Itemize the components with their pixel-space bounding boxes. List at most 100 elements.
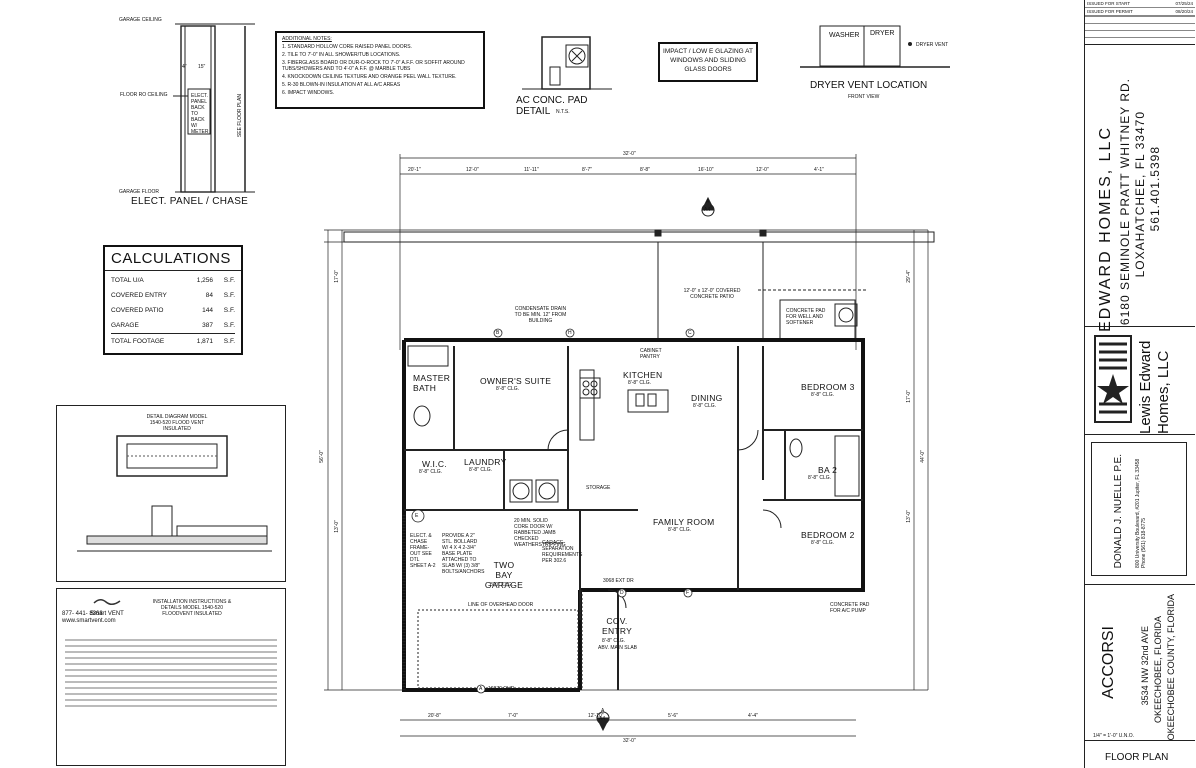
- callout-f: F: [686, 590, 690, 596]
- flood-vent-drawing: [77, 435, 272, 552]
- room-garage: TWO BAY GARAGE: [484, 560, 524, 590]
- revision-date: 08/20/24: [1175, 9, 1193, 14]
- engineer-frame: [1091, 442, 1187, 576]
- room-wic: W.I.C.: [422, 459, 447, 469]
- project-address2: OKEECHOBEE, FLORIDA: [1153, 616, 1163, 724]
- ac-pad-title: AC CONC. PAD DETAIL: [516, 95, 588, 117]
- dim-b: 15": [198, 64, 206, 70]
- bollard-note: PROVIDE A 2" STL. BOLLARD W/ 4 X 4 2-3/4…: [442, 533, 485, 575]
- dimension-label: 11'-11": [524, 167, 539, 173]
- room-kitchen: KITCHEN: [623, 370, 663, 380]
- project-address3: OKEECHOBEE COUNTY, FLORIDA: [1166, 594, 1176, 741]
- project-address1: 3534 NW 32nd AVE: [1140, 626, 1150, 706]
- callout-a: A: [479, 686, 483, 692]
- dimension-label: 56'-0": [319, 450, 325, 463]
- smart-vent-logo: Smart VENT: [77, 593, 137, 617]
- room-master-bath: MASTER BATH: [413, 373, 451, 393]
- dimension-label: 17'-0": [334, 270, 340, 283]
- dimension-label: 5'-6": [668, 713, 678, 719]
- dimension-label: 4'-4": [748, 713, 758, 719]
- revision-label: ISSUED FOR PERMIT: [1087, 9, 1133, 14]
- room-owners-suite: OWNER'S SUITE: [480, 376, 552, 386]
- dimension-label: 32'-0": [623, 151, 636, 157]
- wic-clg: 8'-8" CLG.: [419, 469, 443, 475]
- room-bedroom2: BEDROOM 2: [801, 530, 855, 540]
- dimension-label: 7'-0": [508, 713, 518, 719]
- condensate-note: CONDENSATE DRAIN TO BE MIN. 12" FROM BUI…: [514, 306, 567, 324]
- overhead-door-note: 16070 OHD: [488, 686, 515, 692]
- elect-panel-title: ELECT. PANEL / CHASE: [131, 196, 249, 207]
- floor-ceiling-label: FLOOR RO CEILING: [120, 92, 168, 98]
- covered-patio-note: 12'-0" x 12'-0" COVERED CONCRETE PATIO: [683, 288, 741, 300]
- section-marker-bottom-sheet: A4: [599, 716, 606, 722]
- room-cov-entry: COV. ENTRY: [602, 616, 633, 636]
- door-note: 20 MIN. SOLID CORE DOOR W/ RABBETED JAMB…: [514, 518, 566, 548]
- owners-suite-clg: 8'-8" CLG.: [496, 386, 520, 392]
- notes-list: 1. STANDARD HOLLOW CORE RAISED PANEL DOO…: [282, 44, 478, 96]
- star-logo-icon: [1094, 335, 1132, 423]
- section-marker-bottom-letter: A: [601, 708, 605, 714]
- ba2-clg: 8'-8" CLG.: [808, 475, 832, 481]
- project-block: ACCORSI 3534 NW 32nd AVE OKEECHOBEE, FLO…: [1085, 586, 1195, 741]
- dimension-label: 20'-1": [408, 167, 421, 173]
- revision-date: 07/25/24: [1175, 1, 1193, 6]
- callout-c: C: [688, 330, 692, 336]
- dryer-label: DRYER: [870, 30, 895, 37]
- revision-row: ISSUED FOR START 07/25/24: [1085, 0, 1195, 8]
- ac-pad-nts: N.T.S.: [556, 109, 570, 115]
- company-address2: LOXAHATCHEE, FL 33470: [1133, 111, 1147, 278]
- calc-label: COVERED ENTRY: [111, 292, 167, 299]
- calc-value: 387: [202, 322, 213, 329]
- dining-clg: 8'-8" CLG.: [693, 403, 717, 409]
- note-item: 4. KNOCKDOWN CEILING TEXTURE AND ORANGE …: [282, 74, 457, 80]
- room-laundry: LAUNDRY: [464, 457, 507, 467]
- calc-value: 84: [205, 292, 213, 299]
- revision-label: ISSUED FOR START: [1087, 1, 1131, 6]
- family-room-clg: 8'-8" CLG.: [668, 527, 692, 533]
- install-title: INSTALLATION INSTRUCTIONS & DETAILS MODE…: [152, 599, 232, 617]
- dim-a: 4": [182, 64, 187, 70]
- sheet-title: FLOOR PLAN: [1105, 752, 1169, 763]
- dimension-label: 44'-0": [920, 450, 926, 463]
- callout-b: B: [496, 330, 500, 336]
- laundry-clg: 8'-8" CLG.: [469, 467, 493, 473]
- see-floor-plan-label: SEE FLOOR PLAN: [237, 94, 243, 138]
- concrete-pad-well-note: CONCRETE PAD FOR WELL AND SOFTENER: [786, 308, 826, 326]
- dimension-label: 4'-1": [814, 167, 824, 173]
- calc-value: 144: [202, 307, 213, 314]
- dimension-label: 8'-7": [582, 167, 592, 173]
- dimension-label: 32'-0": [623, 738, 636, 744]
- garage-clg: 8'-0" CLG.: [490, 582, 514, 588]
- engineer-block: DONALD J. NUELLE P.E. 800 University Bou…: [1085, 436, 1195, 585]
- dimension-label: 8'-8": [640, 167, 650, 173]
- dryer-front-view: FRONT VIEW: [848, 94, 880, 100]
- smart-vent-phone: 877- 441- 8368: [62, 611, 103, 617]
- calc-label: GARAGE: [111, 322, 139, 329]
- bedroom3-clg: 8'-8" CLG.: [811, 392, 835, 398]
- calc-unit: S.F.: [223, 292, 235, 299]
- calc-label: COVERED PATIO: [111, 307, 164, 314]
- company-address1: 6180 SEMINOLE PRATT WHITNEY RD.: [1118, 78, 1132, 326]
- dimension-label: 29'-4": [906, 270, 912, 283]
- note-item: 2. TILE TO 7'-0" IN ALL SHOWER/TUB LOCAT…: [282, 52, 401, 58]
- elect-panel-detail: GARAGE CEILING FLOOR RO CEILING GARAGE F…: [115, 14, 265, 209]
- calc-value: 1,256: [196, 277, 213, 284]
- floor-plan: OWNER'S SUITE 8'-8" CLG. MASTER BATH KIT…: [318, 150, 938, 762]
- dimension-label: 20'-8": [428, 713, 441, 719]
- company-block: LEWIS EDWARD HOMES, LLC 6180 SEMINOLE PR…: [1085, 56, 1195, 398]
- dryer-vent-drawing: [800, 25, 950, 68]
- cov-entry-clg: 8'-8" CLG.: [602, 638, 626, 644]
- notes-heading: ADDITIONAL NOTES:: [282, 36, 332, 42]
- room-dining: DINING: [691, 393, 723, 403]
- install-text-lines: [65, 635, 277, 711]
- garage-sep-note: GARAGE SEPARATION REQUIREMENTS PER 302.6: [542, 540, 583, 564]
- garage-ceiling-label: GARAGE CEILING: [119, 17, 162, 23]
- concrete-pad-ac-note: CONCRETE PAD FOR A/C PUMP: [830, 602, 870, 614]
- dryer-vent-detail: WASHER DRYER DRYER VENT DRYER VENT LOCAT…: [800, 22, 955, 107]
- callout-d: D: [620, 590, 624, 596]
